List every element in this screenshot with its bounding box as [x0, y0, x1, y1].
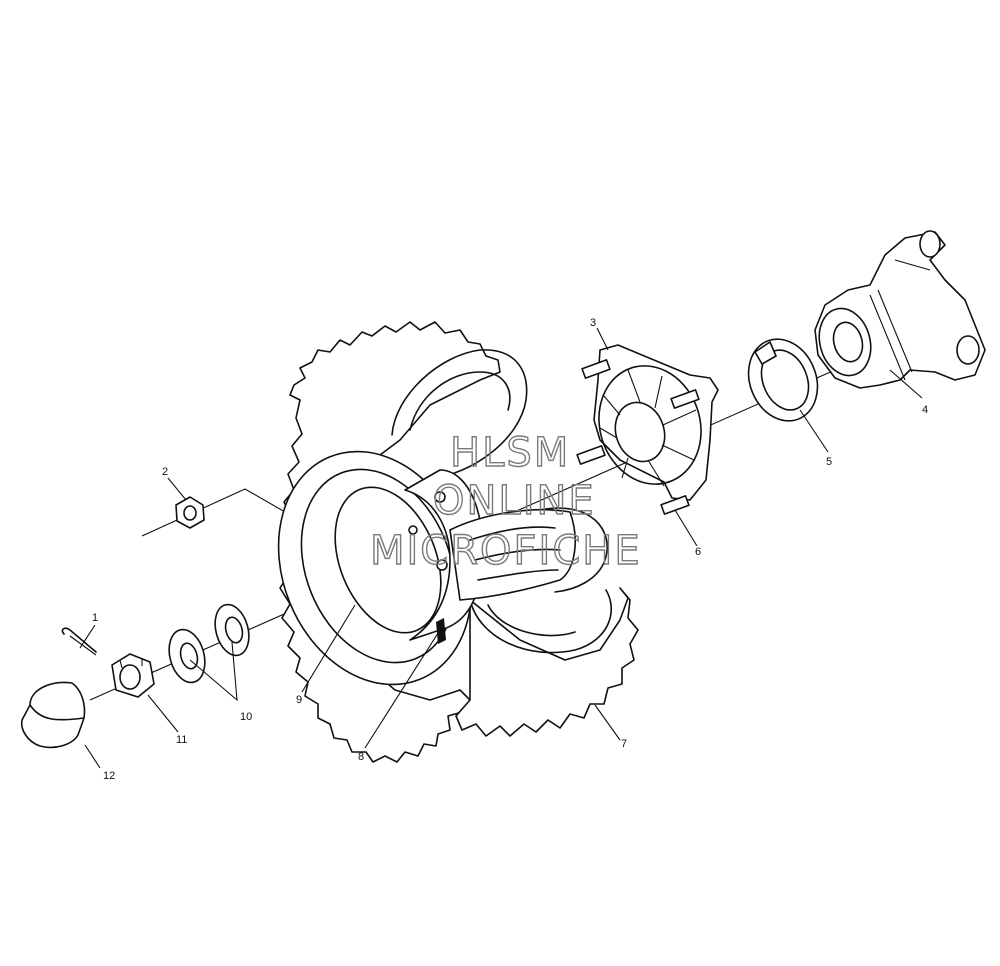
- castle-nut: [111, 653, 155, 698]
- callout-7: 7: [621, 738, 627, 750]
- watermark-line-2: ONLINE: [433, 478, 596, 524]
- seal-ring: [747, 338, 819, 422]
- watermark-line-1: HLSM: [450, 430, 570, 476]
- washers: [168, 603, 250, 684]
- callout-11: 11: [176, 734, 187, 746]
- callout-4: 4: [922, 404, 928, 416]
- cotter-pin: [61, 627, 97, 656]
- lug-nut: [175, 496, 205, 529]
- callout-labels: 1 2 3 4 5 6 7 8 9 10 11 12: [92, 317, 928, 782]
- leader-lines: [79, 327, 923, 769]
- callout-2: 2: [162, 466, 168, 478]
- wheel-stud: [576, 359, 700, 515]
- callout-8: 8: [358, 751, 364, 763]
- dust-cap: [20, 681, 86, 749]
- callout-12: 12: [103, 770, 115, 782]
- callout-1: 1: [92, 612, 98, 624]
- watermark: HLSM ONLINE MICROFICHE: [369, 429, 642, 574]
- callout-3: 3: [590, 317, 596, 329]
- callout-10: 10: [240, 711, 252, 723]
- watermark-line-3: MICROFICHE: [370, 528, 642, 574]
- callout-5: 5: [826, 456, 832, 468]
- wheel-hub: [576, 344, 719, 515]
- callout-9: 9: [296, 694, 302, 706]
- callout-6: 6: [695, 546, 701, 558]
- wheel-rim: [277, 450, 576, 686]
- spindle-housing: [814, 230, 986, 389]
